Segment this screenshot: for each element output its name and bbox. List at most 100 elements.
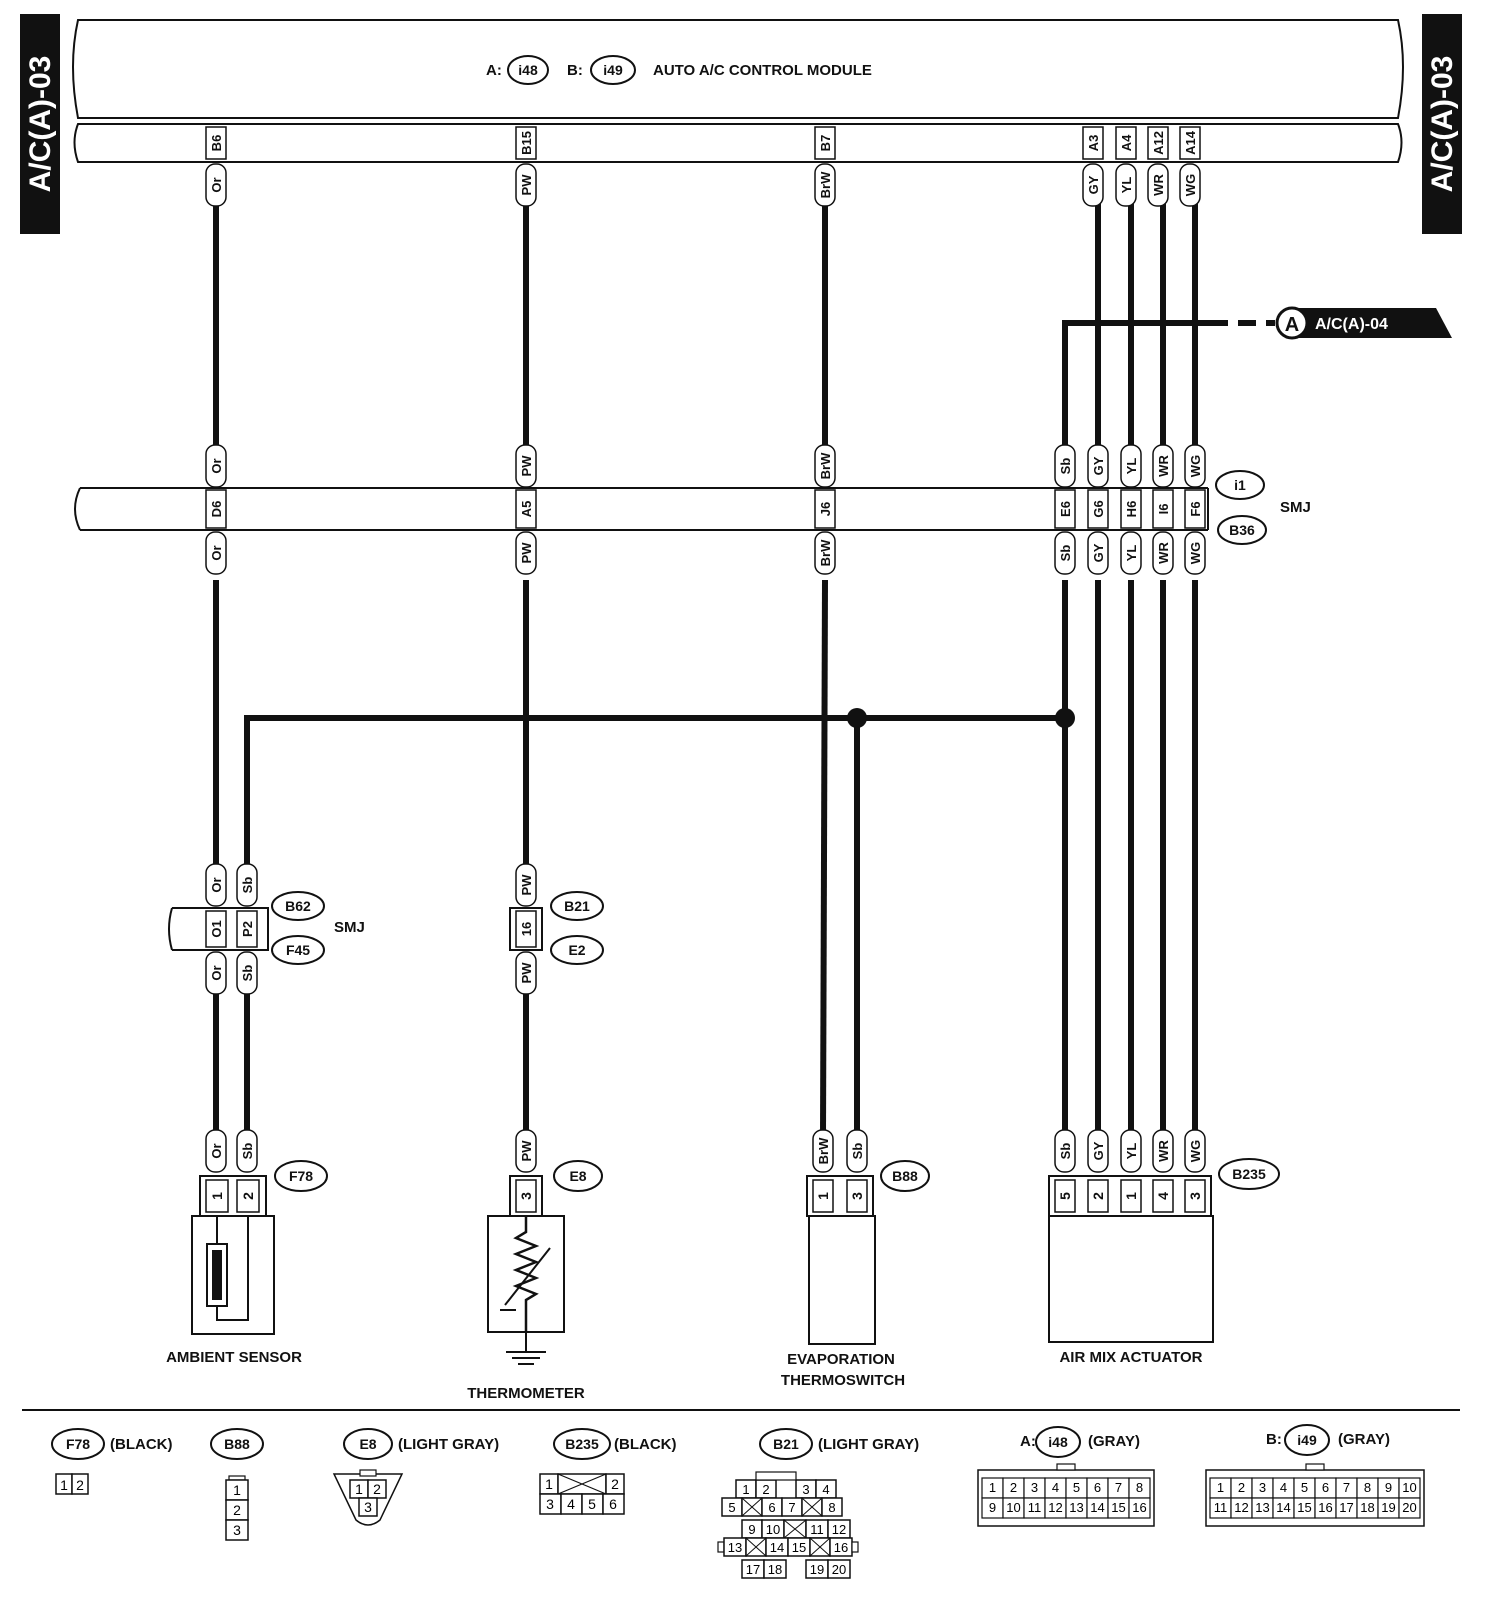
module-b-id: i49 [603,62,623,78]
auto-ac-control-module: A: i48 B: i49 AUTO A/C CONTROL MODULE [72,19,1404,163]
svg-text:7: 7 [788,1500,795,1515]
wire-labels-module: Or PW BrW GY YL WR WG [205,163,1201,207]
smj-ambient-label: SMJ [334,919,365,936]
evap-label-line1: EVAPORATION [787,1351,895,1368]
wire-sb-to-ref [1062,320,1210,452]
svg-text:F78: F78 [66,1436,90,1452]
svg-text:(GRAY): (GRAY) [1338,1431,1390,1448]
wire-label: GY [1087,531,1109,575]
pin-cell-label: 16 [1318,1500,1332,1515]
thermo-joint-top-badge [550,891,604,921]
svg-text:17: 17 [746,1562,760,1577]
svg-text:2: 2 [762,1482,769,1497]
svg-text:20: 20 [832,1562,846,1577]
svg-text:PW: PW [519,962,534,984]
wire-label: WG [1184,531,1206,575]
svg-text:2: 2 [240,1192,256,1200]
svg-text:YL: YL [1124,1143,1139,1160]
svg-text:YL: YL [1124,458,1139,475]
svg-text:E8: E8 [359,1436,376,1452]
svg-text:B21: B21 [773,1436,799,1452]
svg-text:2: 2 [373,1481,381,1497]
smj-pin: 16 [515,910,537,948]
wire-label: Or [205,444,227,488]
airmix-connector-id: B235 [1232,1166,1266,1182]
smj-main-top-id: i1 [1234,477,1246,493]
wire-label: Sb [236,951,258,995]
evaporation-thermoswitch: BrW Sb 1 3 B88 EVAPORATION THERMOSWITCH [781,1129,930,1389]
svg-text:3: 3 [364,1499,372,1515]
svg-text:A12: A12 [1151,131,1166,155]
svg-text:i49: i49 [1297,1432,1317,1448]
svg-text:A:: A: [1020,1433,1036,1450]
smj-pin: A5 [515,489,537,529]
wire-label: YL [1120,444,1142,488]
svg-text:Sb: Sb [1058,1143,1073,1160]
svg-text:H6: H6 [1124,501,1139,518]
evap-label-line2: THERMOSWITCH [781,1372,905,1389]
wire-label: YL [1120,531,1142,575]
wire-label: Sb [236,863,258,907]
airmix-connector-badge [1218,1158,1280,1190]
wire-label: Or [205,863,227,907]
svg-text:Or: Or [209,177,224,192]
svg-text:Sb: Sb [850,1143,865,1160]
svg-text:WR: WR [1156,455,1171,477]
module-pin-a3: A3 [1082,126,1104,160]
splice-dot-evap [847,708,867,728]
svg-text:PW: PW [519,542,534,564]
module-a-badge [507,55,549,85]
pin-cell-label: 15 [1297,1500,1311,1515]
pin-cell-label: 18 [1360,1500,1374,1515]
module-title: AUTO A/C CONTROL MODULE [653,62,872,79]
pin-cell-label: 9 [989,1500,996,1515]
svg-text:3: 3 [518,1192,534,1200]
legend-e8: E8 (LIGHT GRAY) 1 2 3 [332,1428,499,1526]
svg-text:BrW: BrW [816,1137,831,1164]
svg-text:1: 1 [355,1481,363,1497]
wire-label: Or [205,163,227,207]
svg-text:4: 4 [567,1496,575,1512]
wire-label: Sb [1054,531,1076,575]
connector-pin: 2 [1087,1179,1109,1213]
pin-cell-label: 13 [1069,1500,1083,1515]
svg-text:F6: F6 [1188,501,1203,516]
svg-text:A3: A3 [1086,135,1101,152]
svg-text:PW: PW [519,1140,534,1162]
thermometer-connector-badge [553,1160,603,1192]
pin-cell-label: 16 [1132,1500,1146,1515]
wire-brw-lower [820,579,828,1136]
svg-text:E6: E6 [1058,501,1073,517]
svg-text:O1: O1 [209,920,224,937]
pin-cell [1128,1497,1151,1519]
pin-cell-label: 13 [1255,1500,1269,1515]
svg-text:3: 3 [802,1482,809,1497]
connector-pin: 4 [1152,1179,1174,1213]
pin-cell-label: 2 [1010,1480,1017,1495]
wire-label: BrW [812,1129,834,1173]
legend-b21: B21 (LIGHT GRAY) 1 2 3 4 5 6 7 8 9 10 11… [717,1428,919,1579]
svg-text:Or: Or [209,1143,224,1158]
svg-text:Or: Or [209,545,224,560]
svg-text:GY: GY [1091,456,1106,475]
svg-text:5: 5 [728,1500,735,1515]
connector-pin: 1 [205,1179,229,1213]
pin-cell-label: 8 [1136,1480,1143,1495]
pin-cell-label: 8 [1364,1480,1371,1495]
pin-cell-label: 4 [1280,1480,1287,1495]
svg-text:13: 13 [728,1540,742,1555]
module-a-prefix: A: [486,62,502,79]
wire-label: PW [515,1129,537,1173]
svg-text:15: 15 [792,1540,806,1555]
legend-f78: F78 (BLACK) 1 2 [51,1428,172,1495]
connector-pin: 3 [1184,1179,1206,1213]
thermo-joint-bottom-id: E2 [568,942,585,958]
svg-text:2: 2 [611,1476,619,1492]
pin-cell-label: 7 [1115,1480,1122,1495]
pin-cell-label: 9 [1385,1480,1392,1495]
reference-label: A/C(A)-04 [1315,316,1388,333]
wire-label: Or [205,1129,227,1173]
wire-label: Sb [846,1129,868,1173]
pin-cell-label: 14 [1276,1500,1290,1515]
